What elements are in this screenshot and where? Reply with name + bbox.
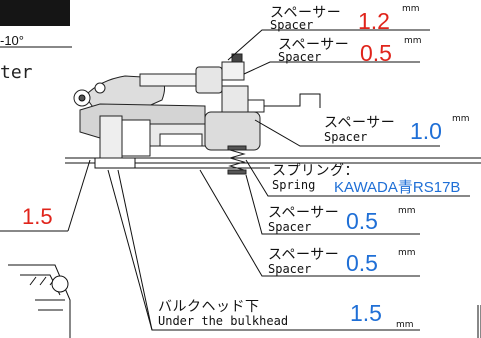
callout-7-unit: mm	[396, 320, 414, 330]
callout-6-en: Spacer	[268, 262, 312, 276]
callout-5-unit: mm	[398, 206, 416, 216]
callout-7-value: 1.5	[350, 300, 382, 326]
callout-6-value: 0.5	[346, 250, 378, 276]
leader-4	[245, 159, 470, 197]
bottom-left-sketch	[8, 264, 71, 338]
callout-2-unit: mm	[404, 36, 422, 46]
callout-4-value: KAWADA青RS17B	[334, 179, 461, 196]
callout-3-jp: スペーサー	[324, 115, 396, 131]
leader-2	[243, 61, 420, 75]
callout-5-en: Spacer	[268, 220, 312, 234]
callout-7-jp: バルクヘッド下	[158, 299, 260, 315]
callout-1-en: Spacer	[270, 18, 314, 32]
callout-3-en: Spacer	[324, 130, 368, 144]
spring	[227, 145, 247, 175]
callout-5-value: 0.5	[346, 208, 378, 234]
partial-word: ter	[0, 62, 33, 83]
callout-3-value: 1.0	[410, 118, 442, 144]
callout-3-unit: mm	[452, 114, 470, 124]
callout-2-value: 0.5	[360, 40, 392, 66]
callout-6-jp: スペーサー	[268, 247, 340, 263]
leader-6	[199, 169, 420, 277]
callout-5-jp: スペーサー	[268, 205, 340, 221]
callout-7-en: Under the bulkhead	[158, 314, 289, 328]
callout-6-unit: mm	[398, 248, 416, 258]
callout-4-en: Spring	[272, 178, 316, 192]
callout-1-value: 1.2	[358, 8, 390, 34]
left-value-red: 1.5	[22, 204, 53, 229]
header-bar	[0, 0, 70, 26]
leader-5	[245, 174, 420, 235]
angle-label: -10°	[0, 33, 24, 48]
callout-2-jp: スペーサー	[278, 37, 350, 53]
lower-arm	[79, 103, 261, 159]
leader-3	[254, 119, 440, 147]
callout-4-jp: スプリング：	[272, 163, 359, 179]
leader-1	[227, 29, 430, 61]
callout-1-jp: スペーサー	[270, 5, 342, 21]
callout-1-unit: mm	[402, 4, 420, 14]
callout-2-en: Spacer	[278, 50, 322, 64]
leader-3a	[264, 93, 321, 108]
